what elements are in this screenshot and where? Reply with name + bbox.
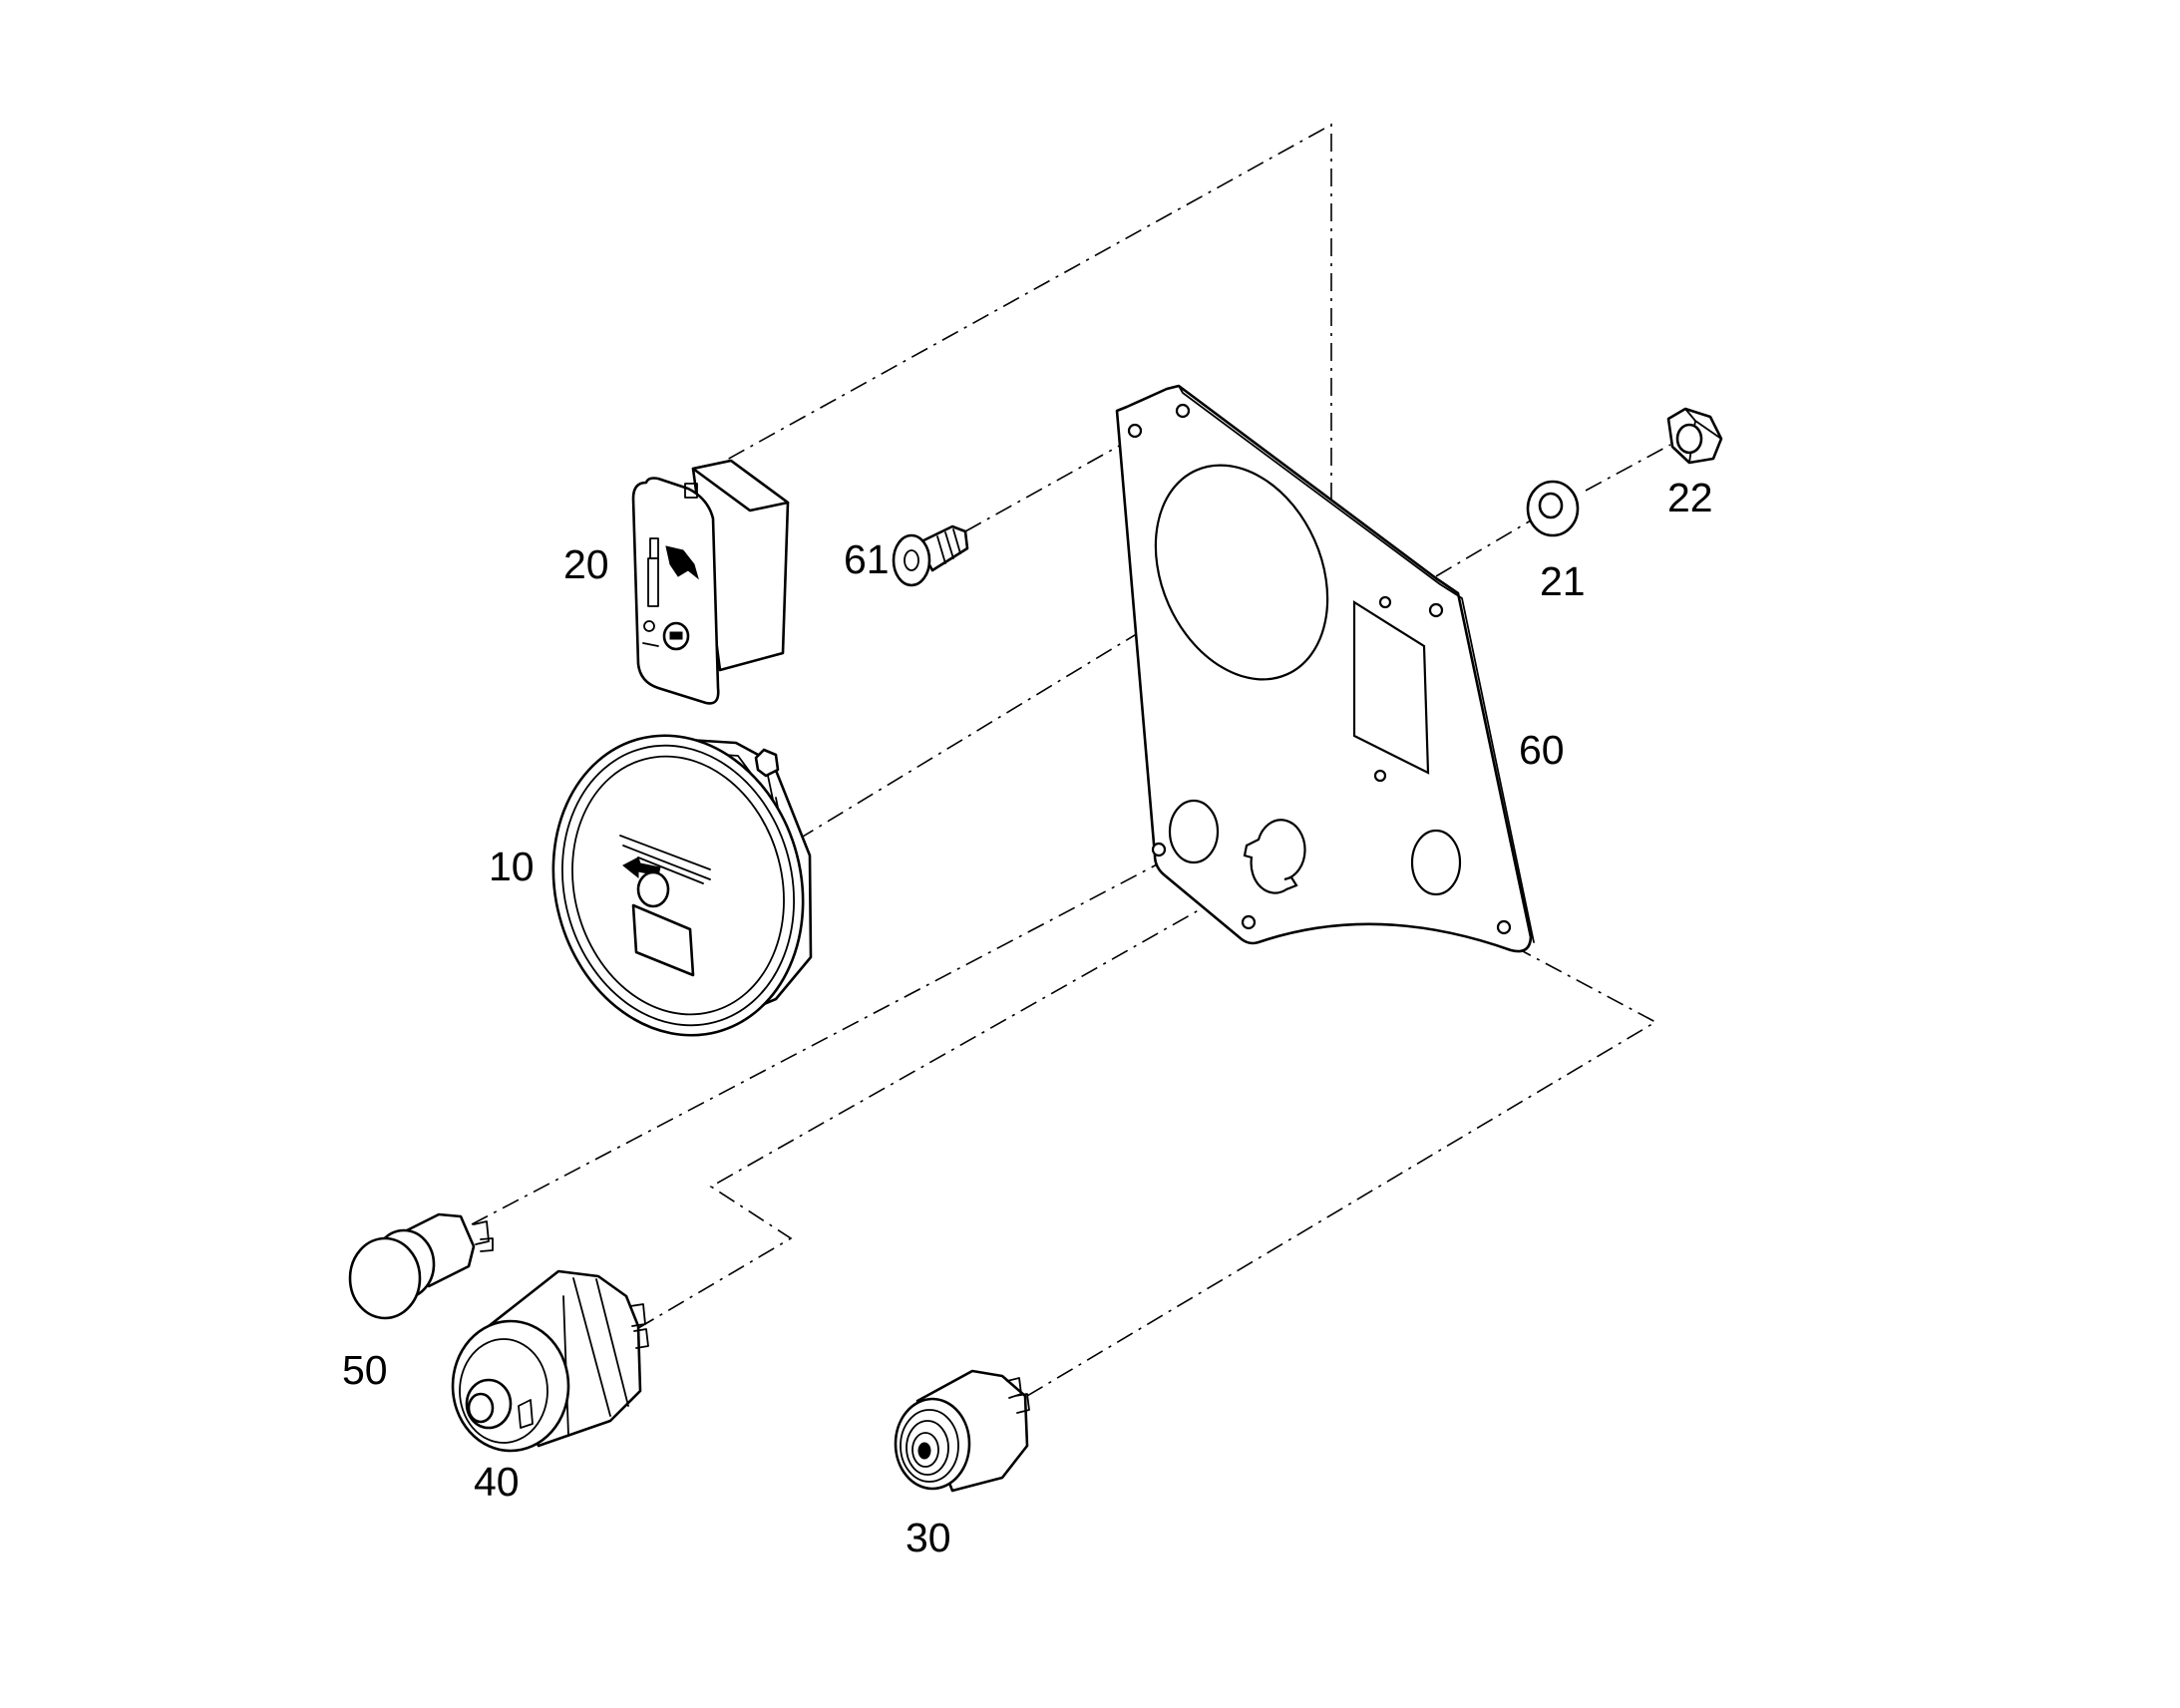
leader-21-22-to-panel: [1435, 444, 1671, 577]
arrow-icon: [665, 545, 699, 580]
switch-module-indicator-bar-2: [649, 537, 659, 559]
callout-40: 40: [474, 1459, 520, 1505]
switch-module-button-mark: [669, 631, 683, 640]
panel-plate-edge: [1178, 385, 1535, 943]
part-60-mounting-panel: [1115, 384, 1535, 953]
part-21-washer: [1526, 480, 1580, 537]
rotary-switch-terminals: [629, 1303, 649, 1349]
switch-module-top: [691, 459, 790, 512]
panel-display-cutout: [1352, 600, 1430, 775]
gauge-terminal: [754, 748, 780, 778]
rotary-switch-shaft-tip: [467, 1392, 495, 1424]
callout-20: 20: [563, 541, 609, 587]
part-61-screw: [892, 524, 969, 587]
switch-module-faceplate: [631, 477, 720, 705]
panel-mounting-holes: [1127, 403, 1512, 935]
screw-head-socket: [904, 549, 919, 571]
gauge-bezel: [551, 734, 805, 1037]
panel-hole-50: [1168, 799, 1220, 864]
switch-module-connector: [684, 483, 698, 499]
callout-60: 60: [1519, 727, 1565, 773]
callout-50: 50: [342, 1347, 388, 1393]
leader-20-to-panel: [697, 123, 1332, 613]
panel-plate: [1115, 384, 1533, 953]
leader-30-to-panel: [1026, 901, 1657, 1397]
screw-thread: [936, 528, 961, 564]
callout-61: 61: [844, 536, 890, 582]
switch-module-label-mark: [642, 642, 659, 647]
panel-hole-40-keyed: [1243, 819, 1306, 894]
part-22-nut: [1666, 407, 1723, 465]
switch-module-led: [643, 620, 655, 632]
panel-hole-30: [1410, 829, 1462, 896]
buzzer-ring-2: [906, 1420, 949, 1476]
callout-21: 21: [1540, 558, 1586, 604]
push-button-cap: [348, 1236, 422, 1320]
leader-50-to-panel: [471, 852, 1181, 1225]
gauge-knob: [636, 870, 670, 908]
buzzer-ring-1: [900, 1409, 959, 1483]
part-10-gauge: [551, 734, 813, 1037]
buzzer-terminals: [1006, 1377, 1030, 1414]
nut-bore: [1675, 423, 1703, 455]
buzzer-center: [917, 1442, 931, 1460]
rotary-switch-face-ring: [459, 1338, 548, 1444]
gauge-display-window: [631, 903, 695, 977]
part-30-buzzer: [894, 1369, 1030, 1493]
gauge-face: [571, 755, 785, 1016]
leader-40-to-panel: [637, 876, 1258, 1329]
washer-inner: [1538, 492, 1564, 519]
callout-30: 30: [906, 1515, 951, 1560]
callout-10: 10: [489, 844, 535, 889]
part-20-switch-module: [631, 459, 790, 705]
push-button-terminal: [473, 1220, 494, 1252]
rotary-switch-tab: [518, 1399, 534, 1429]
buzzer-ring-3: [911, 1432, 939, 1468]
part-50-push-button: [348, 1212, 494, 1320]
screw-head: [892, 533, 931, 587]
gauge-bezel-ring: [561, 744, 795, 1027]
callout-22: 22: [1667, 475, 1713, 520]
panel-gauge-cutout: [1154, 464, 1329, 681]
part-40-rotary-switch: [451, 1269, 649, 1453]
leader-61-to-panel: [964, 438, 1133, 532]
callout-labels: 10 20 61 60 21 22 50 40 30: [342, 475, 1713, 1560]
